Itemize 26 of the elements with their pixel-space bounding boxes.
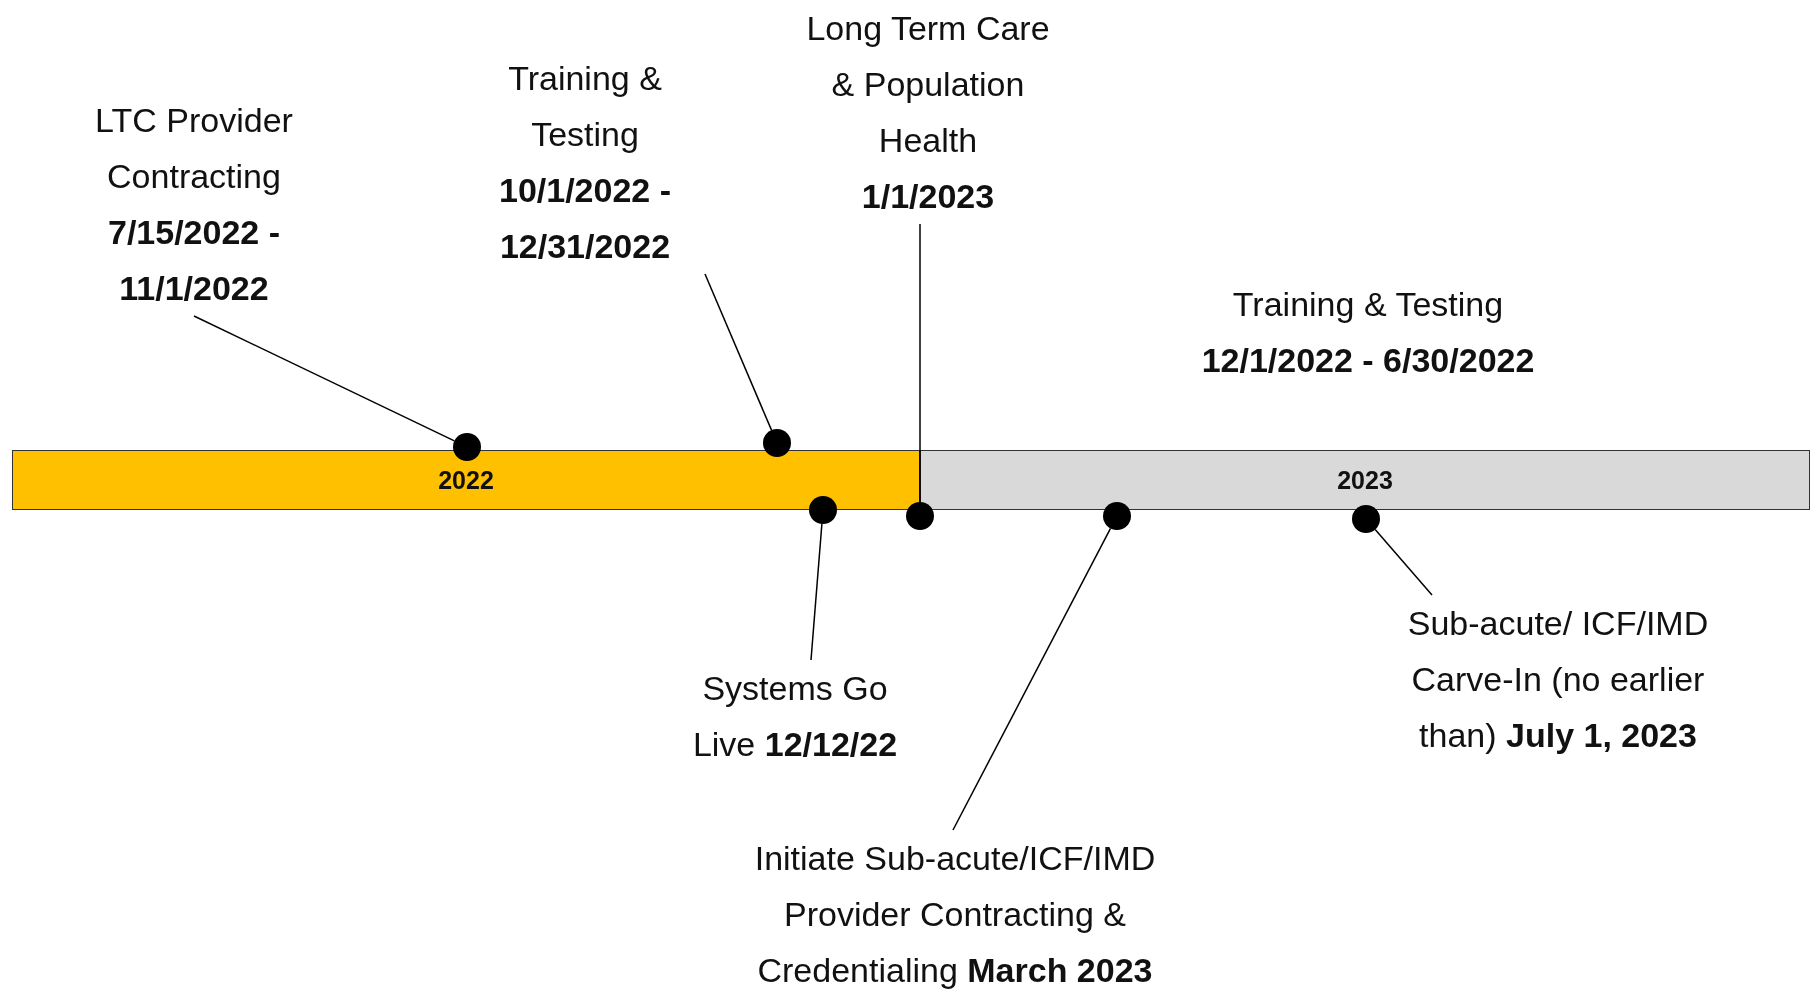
leader-line [810, 523, 823, 661]
year-label: 2022 [438, 465, 494, 495]
timeline-bar [12, 450, 920, 510]
timeline-dot [809, 496, 837, 524]
milestone-date: 12/1/2022 - 6/30/2022 [1200, 340, 1536, 381]
year-label: 2023 [1337, 465, 1393, 495]
milestone-date: 10/1/2022 - 12/31/2022 [498, 170, 672, 267]
timeline-dot [1352, 505, 1380, 533]
leader-line [952, 527, 1112, 831]
leader-line [1374, 528, 1433, 596]
timeline-bar [920, 450, 1810, 510]
timeline-dot [763, 429, 791, 457]
milestone-text: Sub-acute/ ICF/IMD Carve-In (no earlier than) July 1, 2023 [1406, 603, 1710, 756]
timeline-dot [453, 433, 481, 461]
leader-line [704, 273, 773, 431]
milestone-text: Training & Testing [507, 58, 663, 155]
milestone-text: Initiate Sub-acute/ICF/IMD Provider Contracting & Credentialing March 2023 [753, 838, 1157, 991]
timeline-dot [1103, 502, 1131, 530]
milestone-text: Long Term Care & Population Health [805, 8, 1051, 161]
milestone-date: 1/1/2023 [860, 176, 996, 217]
timeline-dot [906, 502, 934, 530]
milestone-date: 7/15/2022 - 11/1/2022 [107, 212, 281, 309]
milestone-text: Systems Go Live 12/12/22 [691, 668, 899, 765]
milestone-text: LTC Provider Contracting [94, 100, 294, 197]
milestone-text: Training & Testing [1231, 284, 1505, 325]
leader-line [193, 315, 456, 442]
